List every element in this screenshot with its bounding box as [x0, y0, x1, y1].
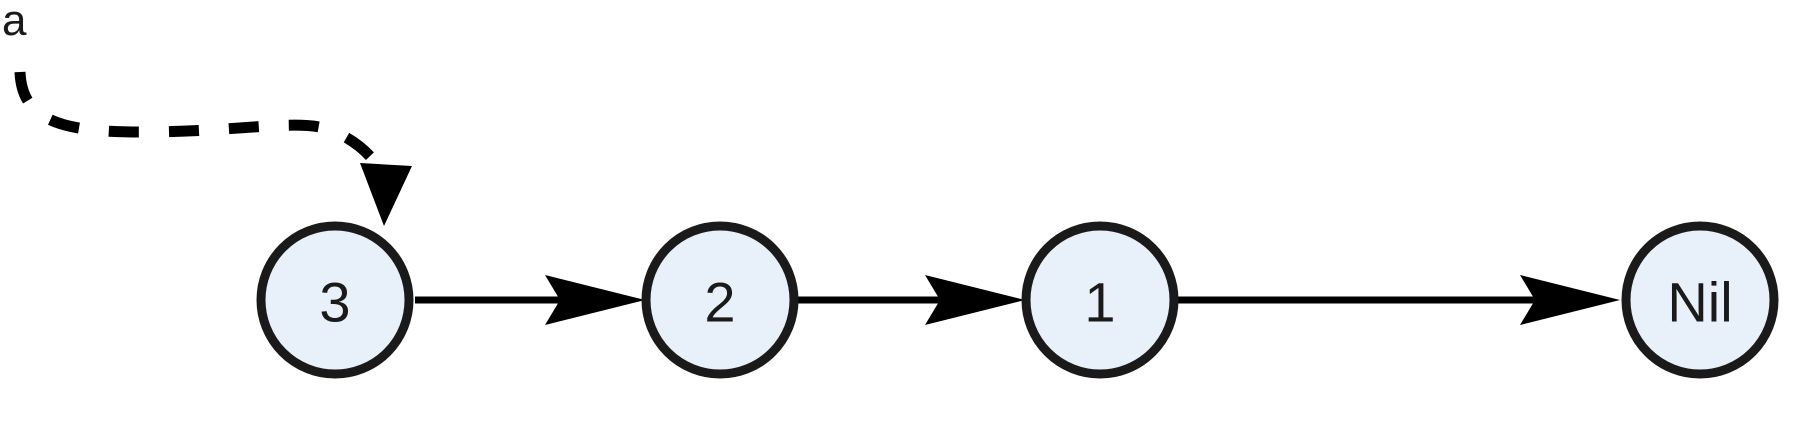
edge-node-2-to-node-1 — [798, 275, 1025, 325]
edge-arrowhead-1-nil-icon — [1520, 275, 1620, 325]
edge-arrowhead-2-1-icon — [925, 275, 1025, 325]
node-3-label: 3 — [319, 271, 350, 334]
node-2-circle[interactable] — [641, 221, 799, 379]
edge-arrowhead-3-2-icon — [545, 275, 645, 325]
pointer-label-a: a — [2, 0, 27, 45]
node-2-label: 2 — [704, 271, 735, 334]
node-nil-circle[interactable] — [1621, 221, 1779, 379]
pointer-edge-a-to-node-3 — [14, 71, 412, 226]
edge-node-1-to-nil — [1178, 275, 1620, 325]
node-2[interactable]: 2 — [641, 221, 799, 379]
node-nil-label: Nil — [1667, 271, 1732, 334]
node-3-circle[interactable] — [256, 221, 414, 379]
pointer-dashed-path — [14, 71, 383, 170]
node-1-label: 1 — [1084, 271, 1115, 334]
node-1[interactable]: 1 — [1021, 221, 1179, 379]
pointer-arrowhead-icon — [360, 163, 412, 226]
node-nil[interactable]: Nil — [1621, 221, 1779, 379]
node-3[interactable]: 3 — [256, 221, 414, 379]
edge-node-3-to-node-2 — [415, 275, 645, 325]
node-1-circle[interactable] — [1021, 221, 1179, 379]
